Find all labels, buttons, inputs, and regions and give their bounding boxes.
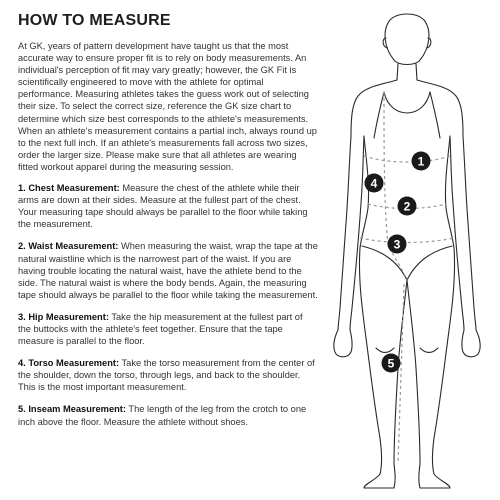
marker-label: 4 [371,177,378,191]
step-hip: 3. Hip Measurement: Take the hip measure… [18,311,318,347]
step-text: Take the hip measurement at the fullest … [18,311,303,347]
body-figure: 1 2 3 4 5 [318,8,496,492]
marker-2: 2 [397,196,417,216]
mannequin-illustration: 1 2 3 4 5 [333,13,481,489]
step-torso: 4. Torso Measurement: Take the torso mea… [18,357,318,393]
step-label: 1. Chest Measurement: [18,183,120,194]
step-waist: 2. Waist Measurement: When measuring the… [18,240,318,300]
step-label: 2. Waist Measurement: [18,241,119,252]
marker-1: 1 [411,151,431,171]
marker-3: 3 [387,234,407,254]
step-chest: 1. Chest Measurement: Measure the chest … [18,182,318,230]
step-label: 5. Inseam Measurement: [18,404,126,415]
body-outline [333,13,481,489]
marker-label: 3 [394,238,401,252]
marker-label: 5 [388,357,395,371]
step-text: Take the torso measurement from the cent… [18,358,315,393]
step-inseam: 5. Inseam Measurement: The length of the… [18,403,318,427]
intro-paragraph: At GK, years of pattern development have… [18,41,317,172]
step-label: 3. Hip Measurement: [18,311,109,322]
step-text: The length of the leg from the crotch to… [18,404,307,427]
marker-4: 4 [364,173,384,193]
marker-label: 1 [418,155,425,169]
step-label: 4. Torso Measurement: [18,358,120,369]
measuring-tape-lines [359,91,455,465]
step-text: Measure the chest of the athlete while t… [18,183,308,230]
marker-label: 2 [404,200,411,214]
instructions: At GK, years of pattern development have… [18,40,318,438]
marker-5: 5 [381,353,401,373]
step-text: When measuring the waist, wrap the tape … [18,241,318,300]
page-title: HOW TO MEASURE [18,12,171,29]
